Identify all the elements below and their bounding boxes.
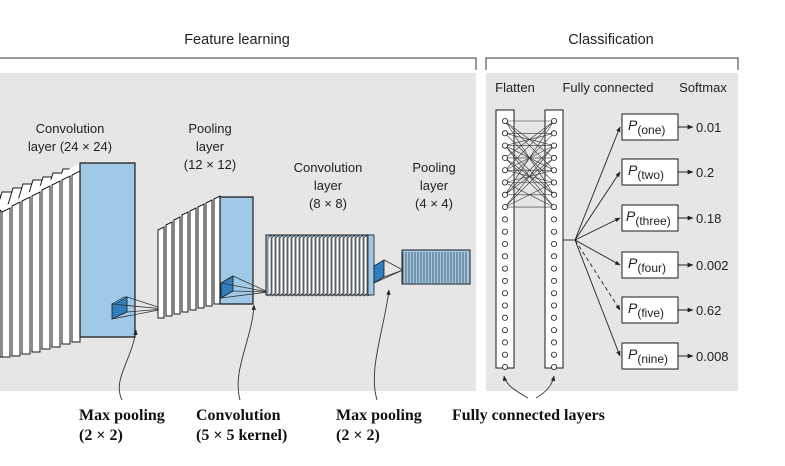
output-4: P(five) 0.62: [621, 296, 721, 324]
fc-nodes: [551, 118, 558, 370]
svg-text:(2 × 2): (2 × 2): [336, 427, 380, 444]
output-3: P(four) 0.002: [621, 251, 729, 279]
maxpool1-label: Max pooling (2 × 2): [79, 407, 165, 444]
classification-panel: [486, 73, 738, 391]
feature-learning-bracket: [0, 57, 477, 70]
flatten-nodes: [501, 118, 508, 370]
softmax-header: Softmax: [679, 80, 727, 95]
classification-bracket: [485, 57, 739, 70]
svg-text:Convolution: Convolution: [36, 121, 105, 136]
fc-pointer-right: [535, 375, 556, 399]
svg-text:(5 × 5 kernel): (5 × 5 kernel): [196, 427, 287, 444]
fc-connections: [504, 120, 555, 208]
svg-text:0.18: 0.18: [696, 211, 721, 226]
svg-text:P(four): P(four): [628, 255, 666, 275]
pool1-feature-maps: [157, 195, 254, 319]
classification-title: Classification: [568, 32, 653, 48]
fc-layers-label: Fully connected layers: [452, 407, 605, 424]
svg-text:layer: layer: [314, 178, 343, 193]
svg-text:layer: layer: [196, 139, 225, 154]
maxpool2-pointer: [373, 289, 391, 401]
conv2-label: Convolution layer (8 × 8): [294, 160, 363, 211]
svg-text:Convolution: Convolution: [294, 160, 363, 175]
pool1-kernel: [220, 275, 269, 299]
svg-text:Max pooling: Max pooling: [336, 407, 422, 424]
pool2-label: Pooling layer (4 × 4): [412, 160, 455, 211]
svg-text:(8 × 8): (8 × 8): [309, 196, 347, 211]
conv2-feature-maps: [265, 234, 375, 297]
svg-text:P(one): P(one): [628, 117, 665, 137]
svg-text:P(five): P(five): [628, 300, 664, 320]
svg-text:Pooling: Pooling: [188, 121, 231, 136]
maxpool1-pointer: [118, 329, 138, 401]
svg-text:0.2: 0.2: [696, 165, 714, 180]
svg-text:Pooling: Pooling: [412, 160, 455, 175]
svg-text:Max pooling: Max pooling: [79, 407, 165, 424]
fully-connected-header: Fully connected: [562, 80, 653, 95]
output-0: P(one) 0.01: [621, 113, 721, 141]
output-1: P(two) 0.2: [621, 158, 714, 186]
output-5: P(nine) 0.008: [621, 342, 729, 370]
svg-text:(2 × 2): (2 × 2): [79, 427, 123, 444]
pool2-feature-maps: [401, 249, 471, 285]
svg-text:layer (24 × 24): layer (24 × 24): [28, 139, 112, 154]
pool1-label: Pooling layer (12 × 12): [184, 121, 236, 172]
conv1-kernel: [110, 296, 165, 320]
svg-text:P(nine): P(nine): [628, 346, 668, 366]
svg-text:(4 × 4): (4 × 4): [415, 196, 453, 211]
conv-pointer: [237, 304, 256, 401]
conv1-label: Convolution layer (24 × 24): [28, 121, 112, 154]
maxpool2-label: Max pooling (2 × 2): [336, 407, 422, 444]
svg-text:0.62: 0.62: [696, 303, 721, 318]
svg-text:0.002: 0.002: [696, 258, 729, 273]
svg-text:0.008: 0.008: [696, 349, 729, 364]
svg-text:layer: layer: [420, 178, 449, 193]
softmax-arrows: [563, 126, 621, 357]
svg-text:P(two): P(two): [628, 162, 664, 182]
svg-text:Convolution: Convolution: [196, 407, 281, 424]
conv-op-label: Convolution (5 × 5 kernel): [196, 407, 287, 444]
svg-text:(12 × 12): (12 × 12): [184, 157, 236, 172]
svg-text:0.01: 0.01: [696, 120, 721, 135]
feature-learning-title: Feature learning: [184, 32, 290, 48]
pool2-kernel-source: [373, 259, 404, 284]
fc-pointer-left: [502, 375, 529, 399]
conv1-feature-maps: [0, 162, 136, 358]
svg-text:P(three): P(three): [626, 208, 671, 228]
output-2: P(three) 0.18: [621, 204, 721, 232]
flatten-header: Flatten: [495, 80, 535, 95]
